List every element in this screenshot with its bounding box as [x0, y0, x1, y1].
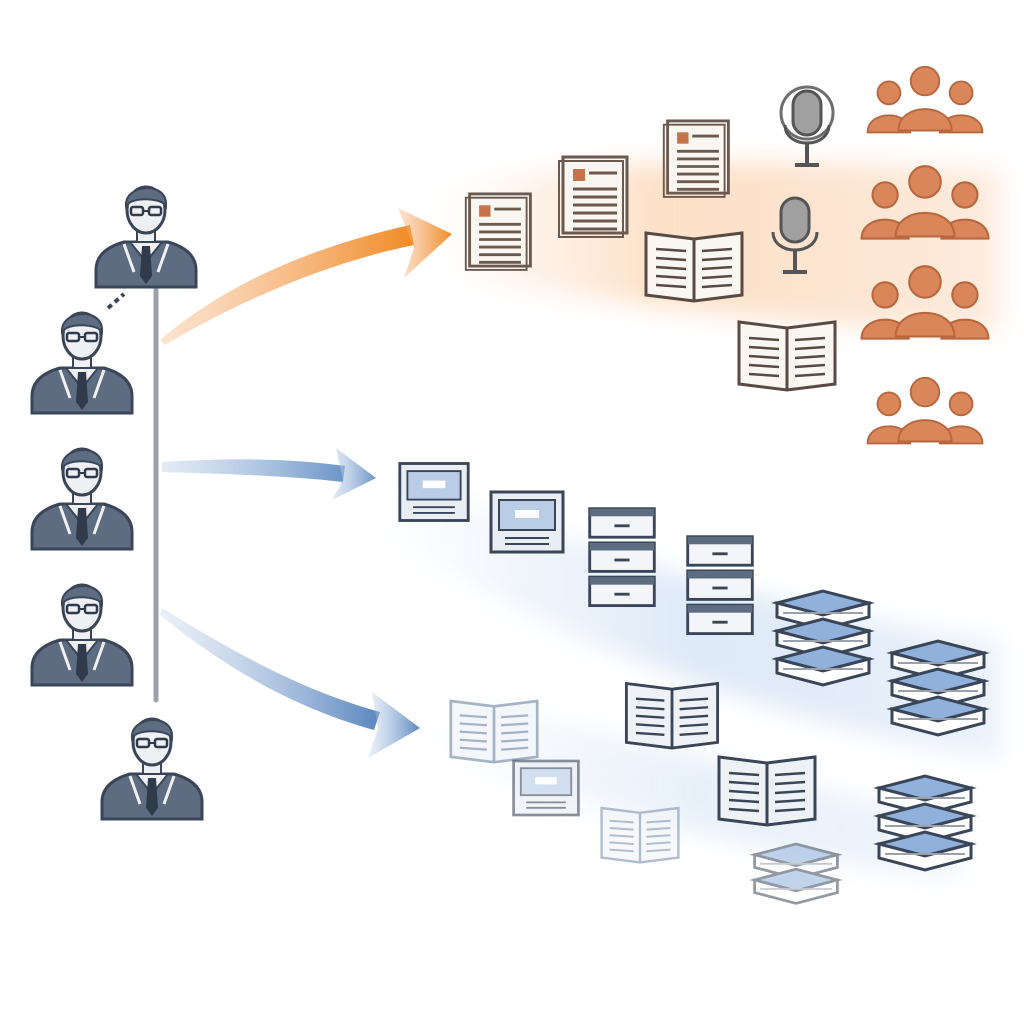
blue-arrow-middle: [162, 448, 376, 500]
open-book-icon: [449, 699, 539, 764]
audience-group-icon: [860, 165, 990, 240]
microphone-icon: [771, 196, 819, 274]
connectors: [106, 208, 452, 758]
book-stack-icon: [886, 639, 990, 737]
open-book-icon: [600, 806, 680, 864]
professional-person-icon: [30, 447, 134, 551]
book-stack-icon: [873, 774, 977, 872]
archive-box-icon: [489, 490, 565, 554]
professional-person-icon: [30, 311, 134, 415]
open-book-icon: [624, 681, 720, 750]
professional-person-icon: [100, 717, 204, 821]
blue-arrow-lower: [160, 608, 420, 758]
document-icon: [558, 155, 629, 238]
open-book-icon: [644, 231, 744, 303]
archive-box-icon: [588, 507, 656, 608]
book-stack-icon: [749, 842, 843, 905]
archive-box-icon: [398, 462, 470, 522]
archive-box-icon: [512, 759, 580, 817]
audience-group-icon: [860, 265, 990, 340]
microphone-icon: [779, 85, 835, 167]
audience-group-icon: [866, 376, 984, 445]
open-book-icon: [737, 320, 837, 392]
open-book-icon: [717, 755, 817, 827]
audience-group-icon: [866, 65, 984, 134]
document-icon: [464, 192, 532, 271]
professional-person-icon: [30, 583, 134, 687]
dashed-link: [106, 292, 126, 310]
professional-person-icon: [94, 185, 198, 289]
blue-wash-lower: [430, 700, 960, 880]
icons: [30, 65, 990, 905]
document-icon: [662, 119, 730, 198]
book-stack-icon: [771, 589, 875, 687]
archive-box-icon: [686, 535, 754, 636]
orange-arrow: [160, 208, 452, 345]
